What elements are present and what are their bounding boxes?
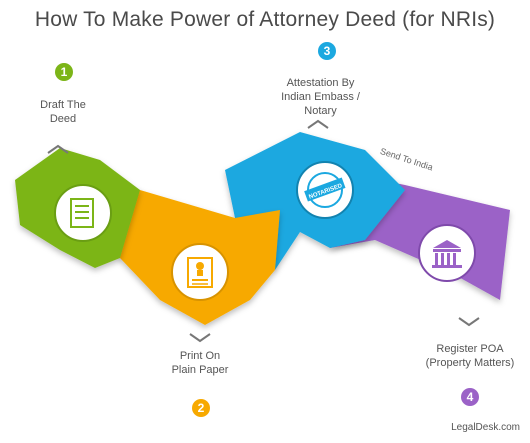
footer-brand: LegalDesk.com (451, 422, 520, 433)
step-label-4: Register POA (Property Matters) (425, 343, 515, 369)
chevron-up-icon (47, 144, 69, 154)
step-badge-3: 3 (318, 42, 336, 60)
page-title: How To Make Power of Attorney Deed (for … (34, 8, 496, 31)
government-building-icon (418, 224, 476, 282)
step-badge-2: 2 (192, 399, 210, 417)
stamp-paper-icon (171, 243, 229, 301)
step-label-1: Draft The Deed (40, 99, 86, 125)
chevron-down-icon (189, 333, 211, 343)
chevron-down-icon (458, 317, 480, 327)
document-icon (54, 184, 112, 242)
step-badge-1: 1 (55, 63, 73, 81)
notarised-seal-icon: NOTARISED (296, 161, 354, 219)
chevron-up-icon (307, 119, 329, 129)
step-label-3: Attestation By Indian Embass / Notary (281, 77, 360, 117)
step-label-2: Print On Plain Paper (171, 350, 229, 376)
step-badge-4: 4 (461, 388, 479, 406)
